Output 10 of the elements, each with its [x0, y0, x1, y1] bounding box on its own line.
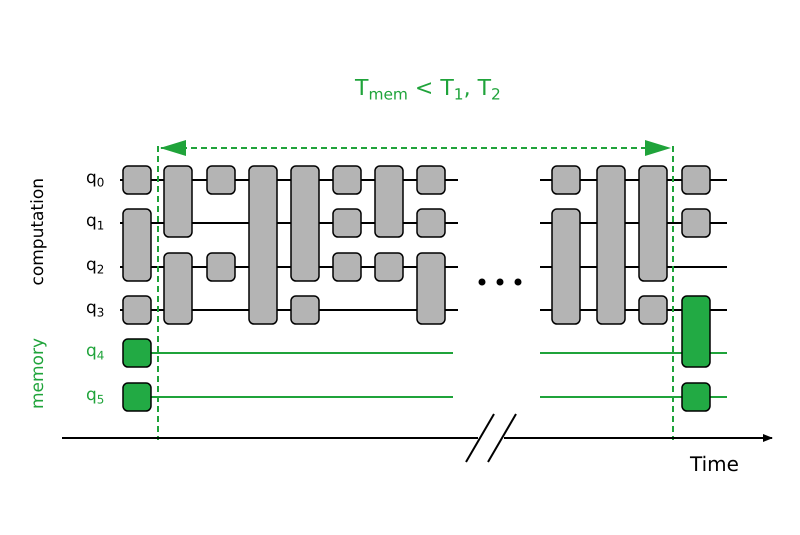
- qubit-label: q$_{4}$: [86, 343, 104, 360]
- qubit-label: q$_{0}$: [86, 170, 104, 187]
- qubit-label: q$_{5}$: [86, 387, 104, 404]
- qubit-label: q$_{3}$: [86, 300, 104, 317]
- axis-label: Time: [690, 454, 739, 474]
- group-label: memory: [30, 338, 47, 410]
- qubit-label: q$_{2}$: [86, 257, 104, 274]
- qubit-label: q$_{1}$: [86, 213, 104, 230]
- group-label: computation: [30, 178, 47, 286]
- constraint-label: T$_{mem}$ < T$_{1}$, T$_{2}$: [355, 78, 501, 100]
